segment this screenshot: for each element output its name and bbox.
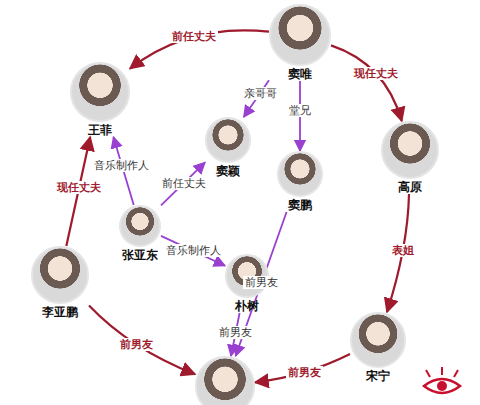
person-name: 高原 xyxy=(398,180,422,194)
relation-connector xyxy=(89,305,195,374)
portrait-circle xyxy=(277,151,323,197)
relation-label: 现任丈夫 xyxy=(352,67,400,80)
portrait-circle xyxy=(195,356,255,405)
relation-connector xyxy=(331,45,402,121)
person-node: 窦鹏 xyxy=(277,151,323,212)
relation-connector xyxy=(130,30,269,68)
relation-label: 音乐制作人 xyxy=(92,159,151,172)
person-name: 王菲 xyxy=(88,123,112,137)
portrait-circle xyxy=(381,121,439,179)
relation-connector xyxy=(255,354,350,382)
relation-label: 前任丈夫 xyxy=(170,30,218,43)
person-name: 朴树 xyxy=(235,299,259,313)
portrait-circle xyxy=(70,62,130,122)
relation-label: 亲哥哥 xyxy=(242,87,279,100)
person-node: 窦颖 xyxy=(205,117,251,178)
person-name: 窦颖 xyxy=(216,164,240,178)
portrait-circle xyxy=(269,4,331,66)
portrait-circle xyxy=(205,117,251,163)
relation-label: 表姐 xyxy=(390,244,416,257)
person-node xyxy=(195,356,255,405)
person-name: 宋宁 xyxy=(366,369,390,383)
person-node: 宋宁 xyxy=(350,312,406,383)
person-name: 窦唯 xyxy=(288,67,312,81)
person-node: 窦唯 xyxy=(269,4,331,81)
person-node: 李亚鹏 xyxy=(31,246,89,319)
person-name: 窦鹏 xyxy=(288,198,312,212)
relation-label: 前男友 xyxy=(286,366,323,379)
eye-symbol xyxy=(424,367,460,393)
relation-label: 堂兄 xyxy=(287,104,313,117)
relation-label: 前男友 xyxy=(217,326,254,339)
portrait-circle xyxy=(350,312,406,368)
portrait-circle xyxy=(31,246,89,304)
relation-label: 现任丈夫 xyxy=(55,181,103,194)
relation-label: 前任丈夫 xyxy=(160,177,208,190)
person-node: 高原 xyxy=(381,121,439,194)
portrait-circle xyxy=(119,205,161,247)
person-node: 王菲 xyxy=(70,62,130,137)
relation-label: 音乐制作人 xyxy=(164,244,223,257)
relation-label: 前男友 xyxy=(118,338,155,351)
person-name: 李亚鹏 xyxy=(42,305,78,319)
relation-label: 前男友 xyxy=(243,276,280,289)
person-name: 张亚东 xyxy=(122,248,158,262)
person-node: 张亚东 xyxy=(119,205,161,262)
relation-connector xyxy=(161,236,225,266)
